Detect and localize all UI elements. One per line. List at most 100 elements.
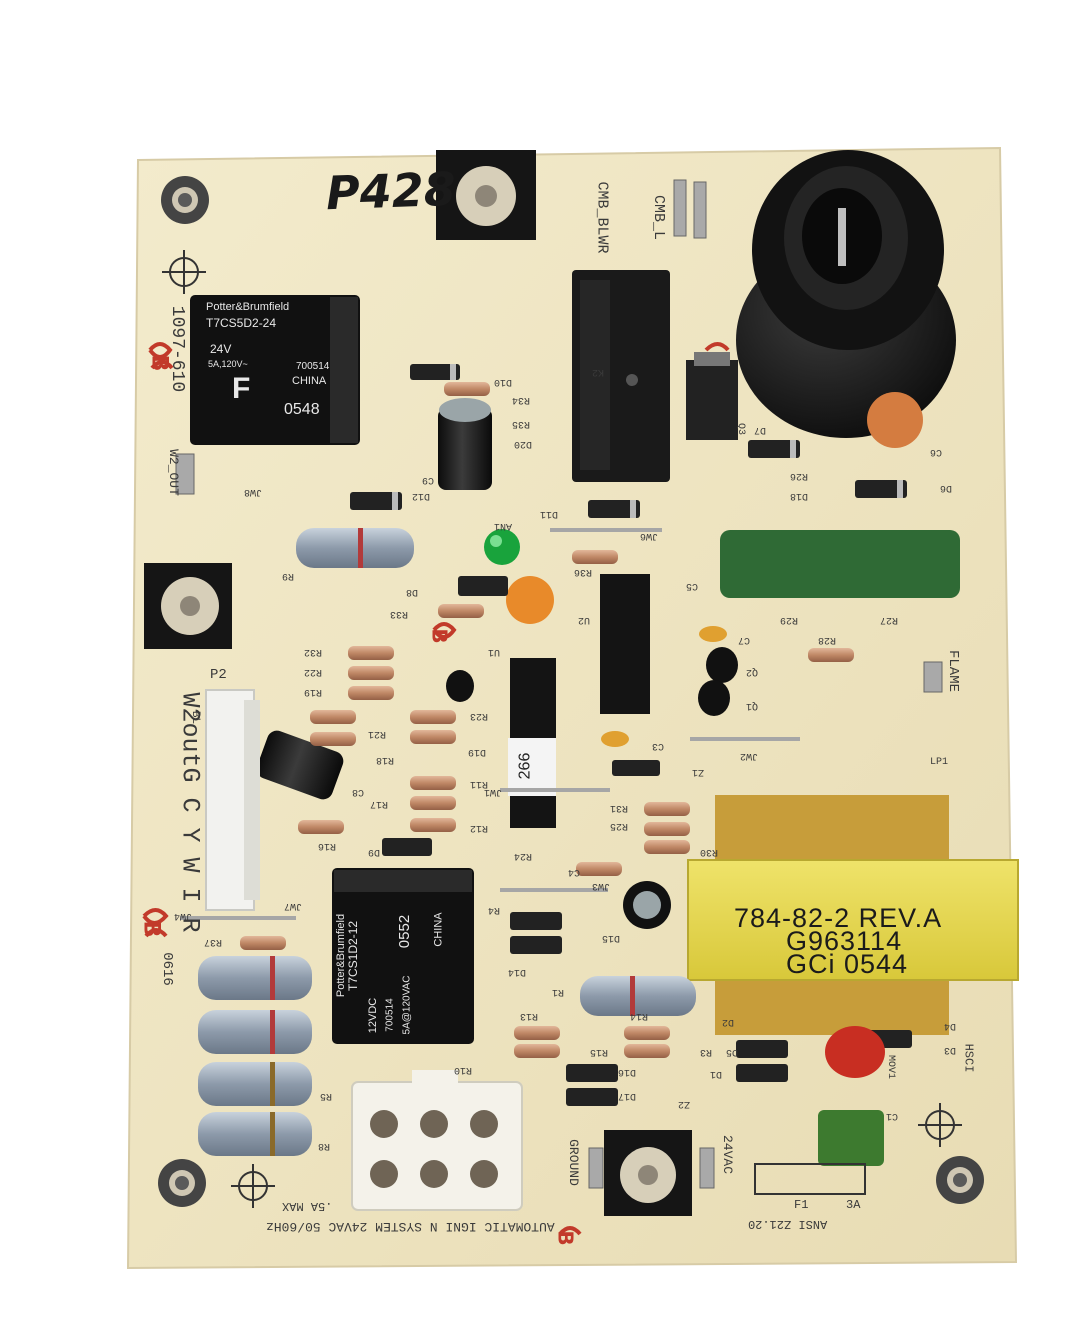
electrolytic-capacitor: [438, 398, 492, 490]
relay-bottom-model: T7CS1D2-12: [346, 920, 361, 992]
fiducial-mark: [918, 1103, 962, 1147]
silk-r13: R13: [520, 1010, 539, 1021]
ceramic-capacitor: [699, 626, 727, 642]
diode-array: [350, 364, 912, 1106]
silk-c8: C8: [352, 786, 365, 797]
silk-r23: R23: [470, 710, 489, 721]
silk-r28: R28: [818, 634, 837, 645]
silk-r3: R3: [700, 1046, 713, 1057]
silk-r29: R29: [780, 614, 799, 625]
transformer: [687, 795, 1019, 1035]
ceramic-capacitor: [506, 576, 554, 624]
igniter-connector: [736, 150, 956, 438]
standoff: [144, 563, 232, 649]
silk-r36: R36: [574, 566, 593, 577]
relay-left-rating: 5A,120V~: [208, 359, 248, 369]
silk-c6: C6: [930, 446, 943, 457]
relay-left-brand: Potter&Brumfield: [206, 301, 290, 313]
silk-d2: D2: [722, 1016, 735, 1027]
handwritten-mark: B: [146, 354, 172, 372]
silk-d11: D11: [540, 508, 559, 519]
power-resistor: [198, 1112, 312, 1156]
silk-d18: D18: [790, 490, 809, 501]
silk-d5: D5: [726, 1046, 739, 1057]
silk-date-code: 0616: [158, 952, 175, 986]
fiducial-mark: [162, 250, 206, 294]
standoff: [436, 150, 536, 240]
mounting-hole: [158, 1159, 206, 1207]
resistor-array: [240, 382, 854, 1058]
mov-varistor: [825, 1026, 885, 1078]
transformer-label-line3: GCi 0544: [786, 949, 909, 979]
silk-24vac: 24VAC: [720, 1134, 736, 1175]
handwritten-mark: B: [553, 1230, 578, 1246]
relay-bottom-rating: 5A@120VAC: [401, 975, 413, 1035]
relay-left-date: 0548: [284, 401, 320, 418]
relay-k2: [572, 270, 670, 482]
silk-r25: R25: [610, 820, 629, 831]
ic-sticker: 266: [516, 752, 534, 780]
power-resistor: [198, 956, 312, 1000]
film-capacitor: [818, 1110, 884, 1166]
silk-r14: R14: [630, 1010, 649, 1021]
power-resistor: [580, 976, 696, 1016]
relay-bottom: [332, 868, 474, 1044]
transistor: [698, 680, 730, 716]
silk-r9: R9: [282, 570, 295, 581]
silk-part-number: 1097-610: [167, 305, 188, 393]
spade-terminal: [175, 179, 943, 1189]
silk-d4: D4: [944, 1020, 957, 1031]
silk-d1: D1: [710, 1068, 723, 1079]
silk-ground: GROUND: [565, 1139, 581, 1186]
relay-bottom-date: 0552: [396, 914, 414, 949]
ic-u2: [600, 574, 650, 714]
silk-mov1: MOV1: [885, 1054, 897, 1080]
silk-c1: C1: [886, 1110, 899, 1121]
silk-d9: D9: [368, 846, 381, 857]
silk-r35: R35: [512, 418, 531, 429]
silk-jw7: JW7: [284, 900, 303, 911]
relay-bottom-code: 700514: [384, 998, 396, 1032]
relay-left-origin: CHINA: [292, 375, 327, 387]
connector-p2: [205, 689, 260, 911]
silk-p2: P2: [210, 667, 227, 683]
silk-d8: D8: [406, 586, 419, 597]
silk-d14: D14: [508, 966, 527, 977]
silk-r21: R21: [368, 728, 387, 739]
led-indicator: [484, 529, 520, 565]
relay-left-code: 700514: [296, 361, 330, 372]
silk-r34: R34: [512, 394, 531, 405]
silk-k2: K2: [592, 366, 605, 377]
relay-bottom-voltage: 12VDC: [367, 997, 380, 1034]
silk-r16: R16: [318, 840, 337, 851]
silk-lp1: LP1: [930, 757, 949, 768]
handwritten-mark: B: [427, 628, 452, 644]
silk-cmb-blwr: CMB_BLWR: [593, 181, 611, 254]
mounting-hole: [936, 1156, 984, 1204]
silk-r10: R10: [454, 1064, 473, 1075]
silk-q3: Q3: [735, 422, 747, 436]
silk-r18: R18: [376, 754, 395, 765]
transistor: [446, 670, 474, 702]
silk-r30: R30: [700, 846, 719, 857]
silk-hsci: HSCI: [961, 1043, 976, 1073]
silk-c7: C7: [738, 634, 751, 645]
relay-left-model: T7CS5D2-24: [206, 316, 277, 330]
silk-flame: FLAME: [945, 649, 962, 693]
silk-r31: R31: [610, 802, 629, 813]
handwritten-part-label: P428: [325, 161, 457, 221]
fuse-holder: [754, 1163, 866, 1195]
film-capacitor: [720, 530, 960, 598]
transformer-label-line2: G963114: [786, 926, 903, 956]
jumper-wire: [180, 528, 800, 920]
silk-z2: Z2: [678, 1098, 691, 1109]
fiducial-mark: [231, 1164, 275, 1208]
silk-d3: D3: [944, 1044, 957, 1055]
silk-c4: C4: [568, 866, 581, 877]
silk-c3: C3: [652, 740, 665, 751]
mounting-hole: [161, 176, 209, 224]
silk-z1: Z1: [692, 766, 705, 777]
silk-d6: D6: [940, 482, 953, 493]
silk-r15: R15: [590, 1046, 609, 1057]
